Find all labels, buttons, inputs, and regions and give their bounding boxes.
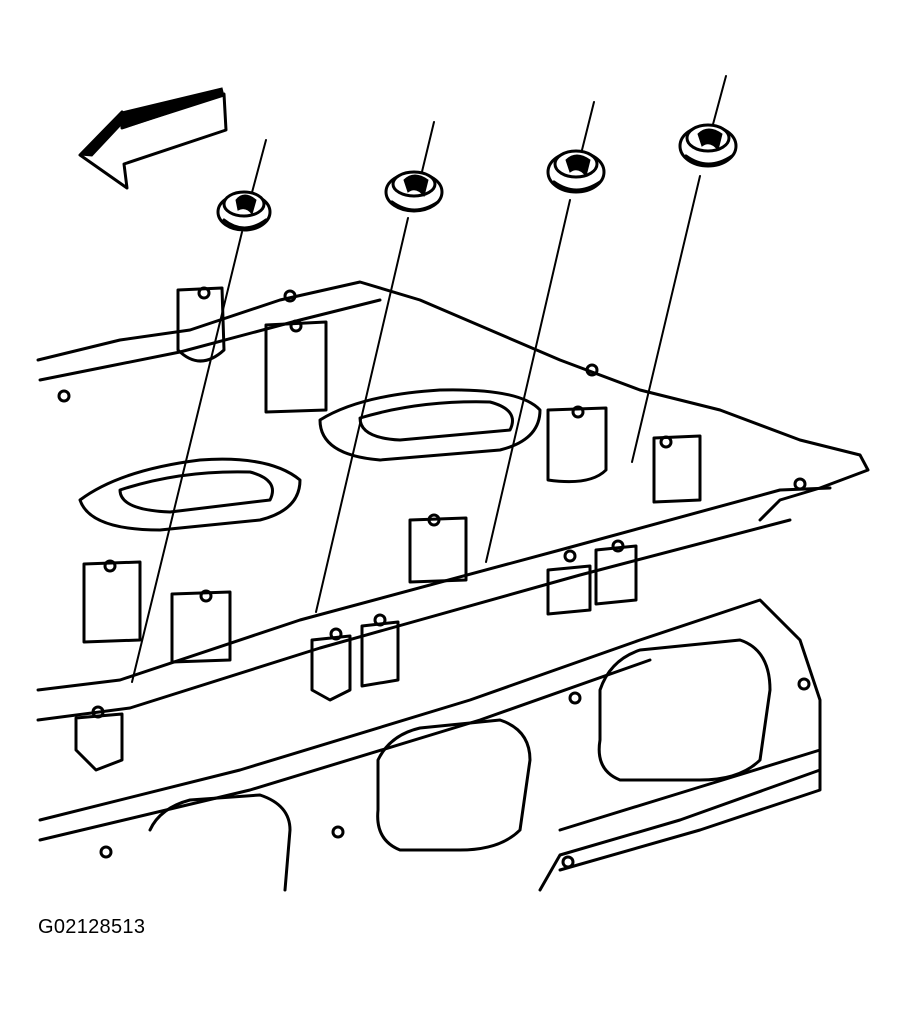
cylinder-head-casting bbox=[36, 280, 870, 892]
cylinder-head-diagram bbox=[36, 75, 870, 892]
seal-1-icon bbox=[216, 190, 272, 232]
seal-3-icon bbox=[546, 149, 606, 194]
intake-ports bbox=[99, 638, 811, 892]
leader-lines bbox=[131, 75, 727, 683]
seal-4-icon bbox=[678, 123, 738, 168]
combustion-chambers bbox=[78, 388, 542, 532]
figure-id-label: G02128513 bbox=[38, 916, 146, 938]
rail-bosses bbox=[74, 539, 638, 772]
valve-guide-bosses bbox=[57, 286, 807, 664]
seal-2-icon bbox=[384, 170, 444, 213]
direction-arrow-icon bbox=[78, 87, 228, 190]
